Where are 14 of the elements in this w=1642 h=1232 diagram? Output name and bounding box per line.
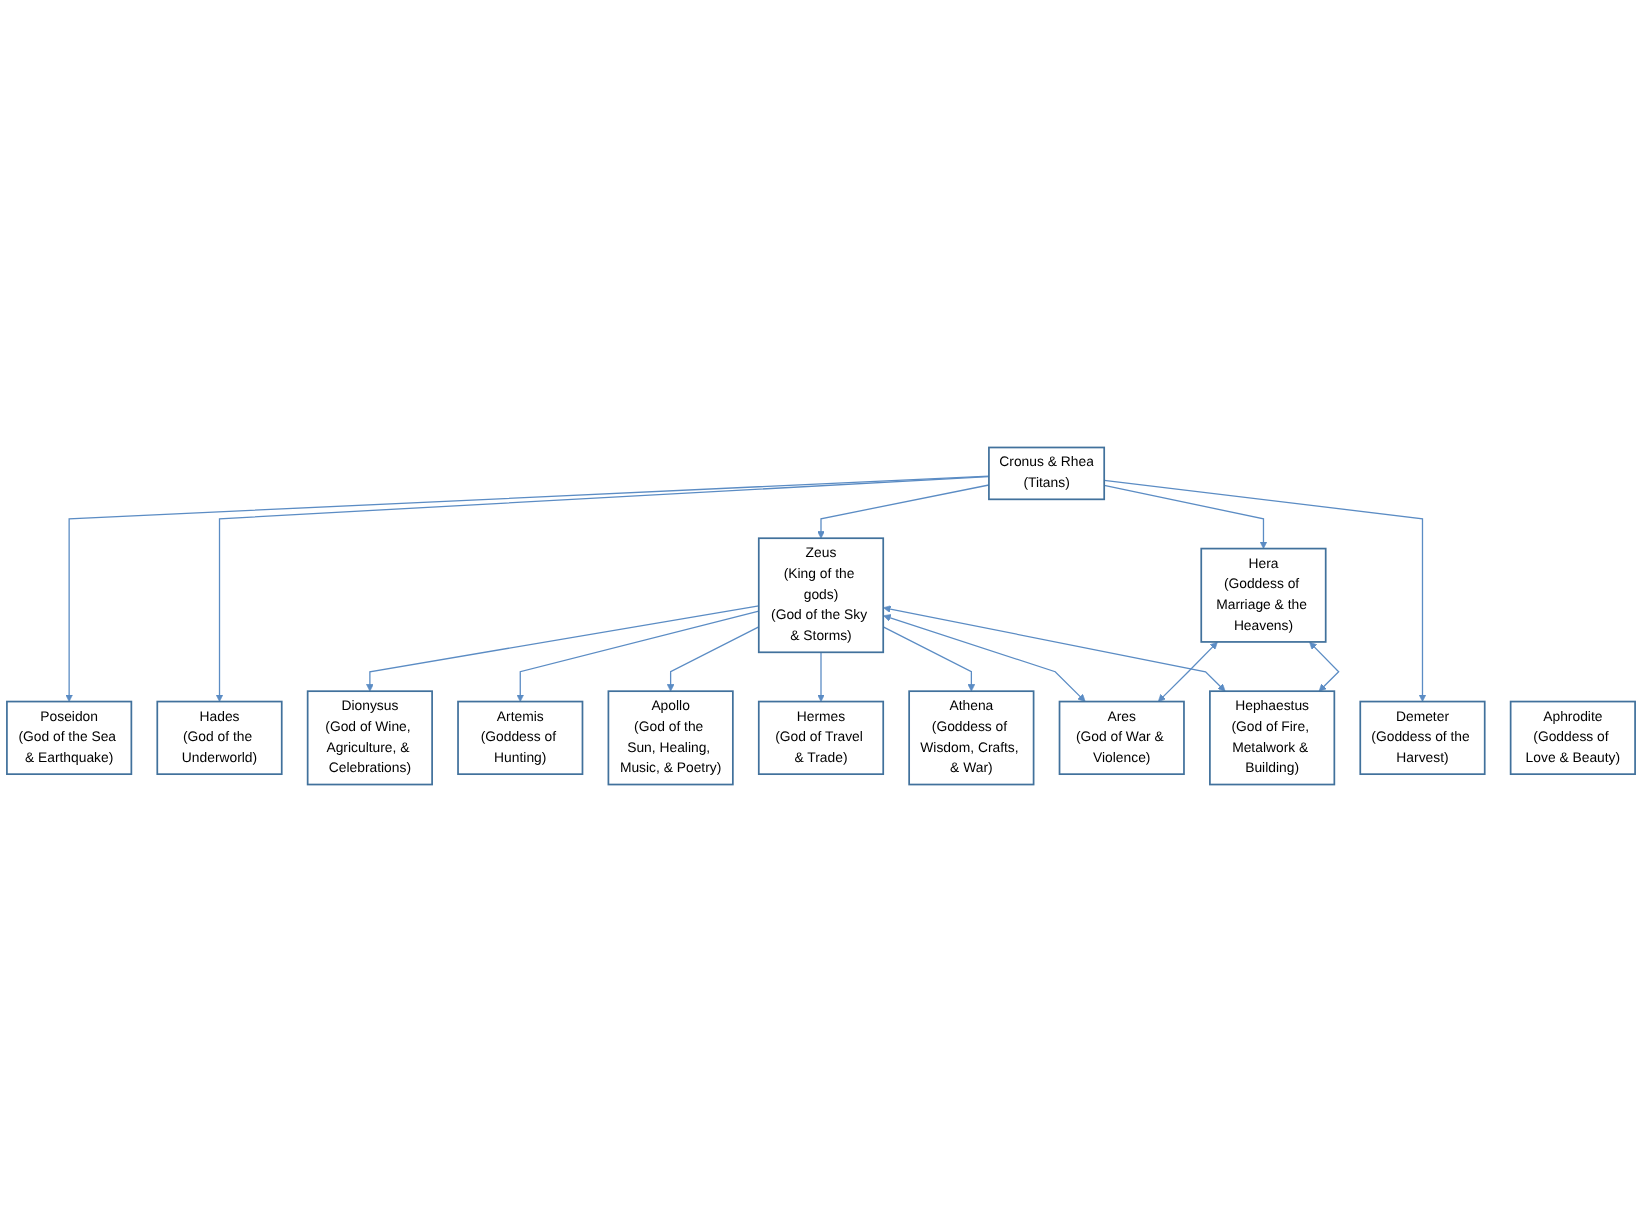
arrow [366, 605, 760, 692]
arrow [817, 484, 990, 539]
arrow [1103, 479, 1427, 702]
arrow [883, 614, 1086, 702]
arrow [1157, 641, 1218, 702]
arrow [1309, 641, 1340, 692]
arrow [215, 475, 990, 702]
arrow [882, 626, 976, 692]
arrow [65, 475, 990, 702]
arrow [817, 651, 825, 702]
arrow [666, 626, 760, 692]
arrow [1103, 484, 1268, 549]
arrow [883, 605, 1226, 692]
arrow [516, 610, 760, 702]
